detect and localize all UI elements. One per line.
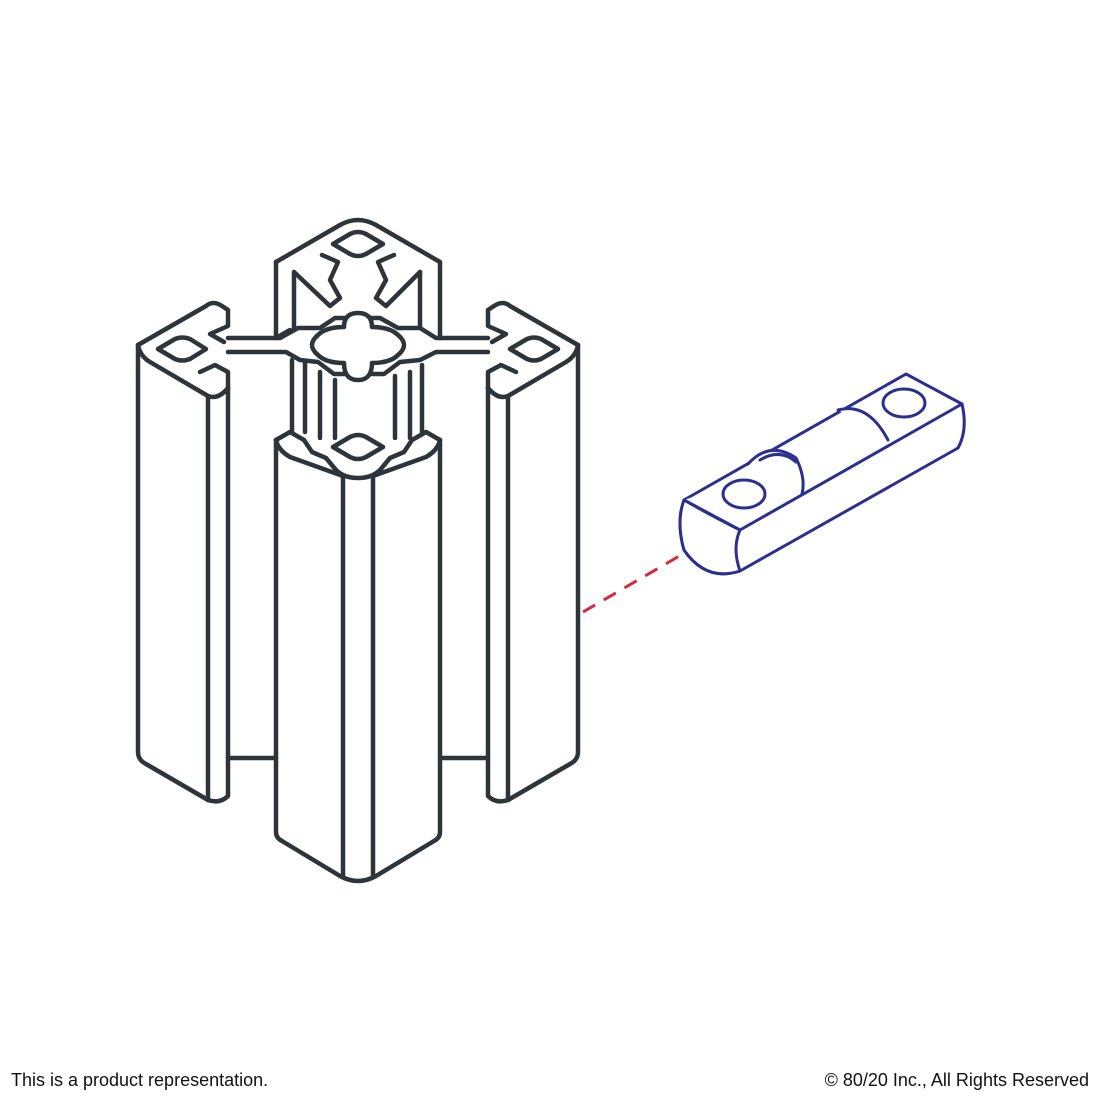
disclaimer-text: This is a product representation. — [11, 1070, 269, 1090]
t-slot-extrusion — [135, 217, 581, 884]
center-bore — [309, 310, 407, 383]
copyright-text: © 80/20 Inc., All Rights Reserved — [824, 1070, 1089, 1090]
fastener-hole-front — [721, 478, 767, 510]
extrusion-front-leg — [273, 429, 443, 884]
extrusion-right-leg — [485, 300, 581, 804]
extrusion-left-leg — [135, 300, 231, 804]
fastener-saddle-cut-2 — [836, 407, 890, 442]
anchor-fastener — [678, 372, 966, 576]
extrusion-core — [225, 310, 491, 383]
extrusion-web-walls — [225, 357, 491, 761]
fastener-hole-back — [881, 387, 927, 419]
fastener-saddle-cut-1-inner — [758, 453, 798, 464]
fastener-end-face — [678, 498, 742, 576]
